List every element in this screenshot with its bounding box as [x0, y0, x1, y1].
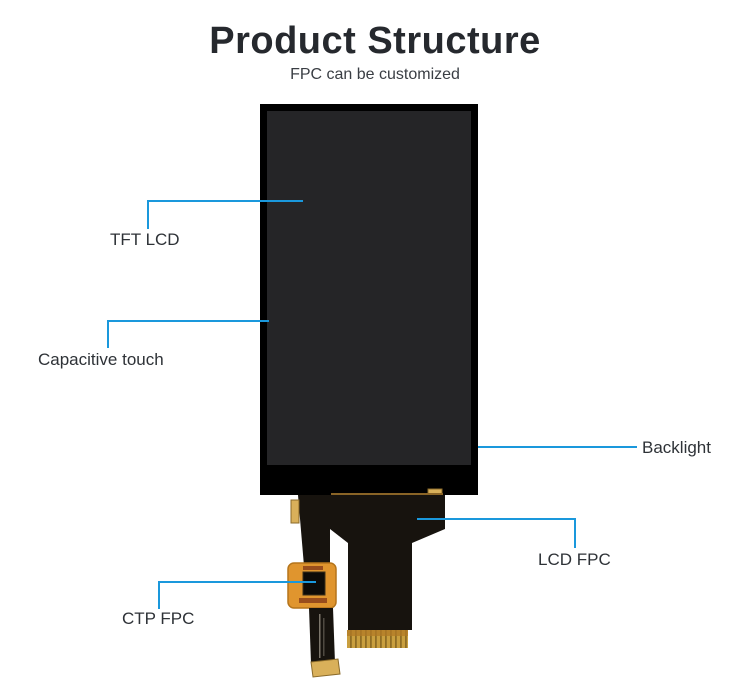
backlight-leader-line	[478, 446, 637, 448]
lcd-fpc-leader-line	[417, 518, 576, 520]
ctp-ribbon-print-mark	[319, 614, 321, 658]
ctp-fpc-ribbon	[309, 608, 335, 663]
backlight-label: Backlight	[642, 438, 711, 457]
lcd-fpc-label: LCD FPC	[538, 550, 611, 569]
ctp-fpc-strip	[298, 495, 330, 566]
ctp-pad-marking-bottom	[299, 598, 327, 603]
ctp-ribbon-end-tab	[310, 658, 341, 678]
capacitive-touch-leader-line-vertical	[107, 320, 109, 348]
capacitive-touch-leader-line	[107, 320, 269, 322]
tft-lcd-leader-line-vertical	[147, 200, 149, 229]
page-title: Product Structure	[209, 20, 541, 62]
lcd-fpc-cable	[330, 495, 445, 630]
lcd-fpc-leader-line-vertical	[574, 518, 576, 548]
ctp-fpc-leader-line-vertical	[158, 581, 160, 609]
ctp-fpc-leader-line	[158, 581, 316, 583]
capacitive-touch-label: Capacitive touch	[38, 350, 164, 369]
ctp-fpc-label: CTP FPC	[122, 609, 195, 628]
touch-ic-chip	[302, 571, 326, 596]
lcd-fpc-connector-top-band	[347, 630, 408, 636]
gold-tab-left	[290, 499, 300, 524]
tft-lcd-leader-line	[147, 200, 303, 202]
ctp-pad-marking-top	[303, 566, 323, 570]
ctp-ribbon-print-mark2	[323, 618, 325, 656]
lcd-panel-screen	[267, 111, 471, 465]
page-subtitle: FPC can be customized	[290, 66, 460, 83]
tft-lcd-label: TFT LCD	[110, 230, 180, 249]
